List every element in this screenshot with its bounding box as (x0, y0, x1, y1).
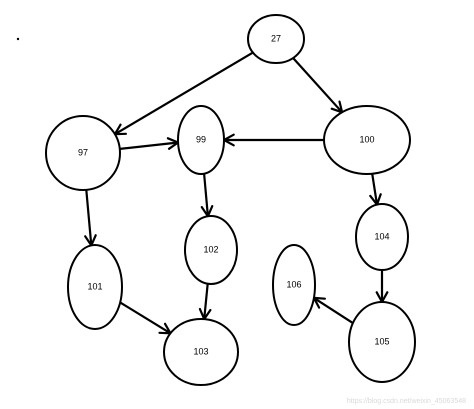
edge-101-to-103 (118, 301, 172, 335)
node-27-ellipse (247, 14, 305, 64)
node-101: 101 (67, 244, 123, 330)
node-99-ellipse (177, 105, 225, 175)
node-102-label: 102 (203, 244, 218, 254)
node-102: 102 (184, 215, 238, 285)
node-105-ellipse (348, 301, 416, 383)
edge-97-to-101 (85, 188, 93, 247)
node-105-label: 105 (374, 336, 389, 346)
node-106-ellipse (272, 244, 316, 326)
node-99: 99 (177, 105, 225, 175)
node-106-label: 106 (286, 279, 301, 289)
node-103-ellipse (163, 318, 239, 386)
edge-97-to-99 (118, 141, 180, 150)
node-97: 97 (45, 115, 121, 191)
edge-27-to-100 (292, 56, 344, 114)
nodes-layer: 27 97 99 100 101 102 103 104 105 106 (45, 14, 416, 386)
node-100-label: 100 (359, 134, 374, 144)
edge-100-to-104 (371, 172, 379, 206)
node-104-ellipse (355, 203, 409, 271)
edges-layer (84, 51, 389, 335)
node-27-label: 27 (271, 33, 281, 43)
node-102-ellipse (184, 215, 238, 285)
node-103: 103 (163, 318, 239, 386)
node-104: 104 (355, 203, 409, 271)
stray-dot (16, 37, 20, 41)
edge-99-to-102 (203, 172, 209, 218)
node-100: 100 (323, 105, 411, 175)
node-99-label: 99 (196, 134, 206, 144)
node-106: 106 (272, 244, 316, 326)
node-97-label: 97 (78, 147, 88, 157)
node-27: 27 (247, 14, 305, 64)
node-103-label: 103 (193, 346, 208, 356)
node-101-label: 101 (87, 281, 102, 291)
node-101-ellipse (67, 244, 123, 330)
edge-27-to-97 (113, 51, 254, 136)
node-100-ellipse (323, 105, 411, 175)
node-97-ellipse (45, 115, 121, 191)
node-105: 105 (348, 301, 416, 383)
edge-102-to-103 (203, 282, 209, 321)
node-104-label: 104 (374, 231, 389, 241)
watermark-text: https://blog.csdn.net/weixin_45063548 (346, 398, 466, 405)
edge-105-to-106 (312, 296, 354, 325)
